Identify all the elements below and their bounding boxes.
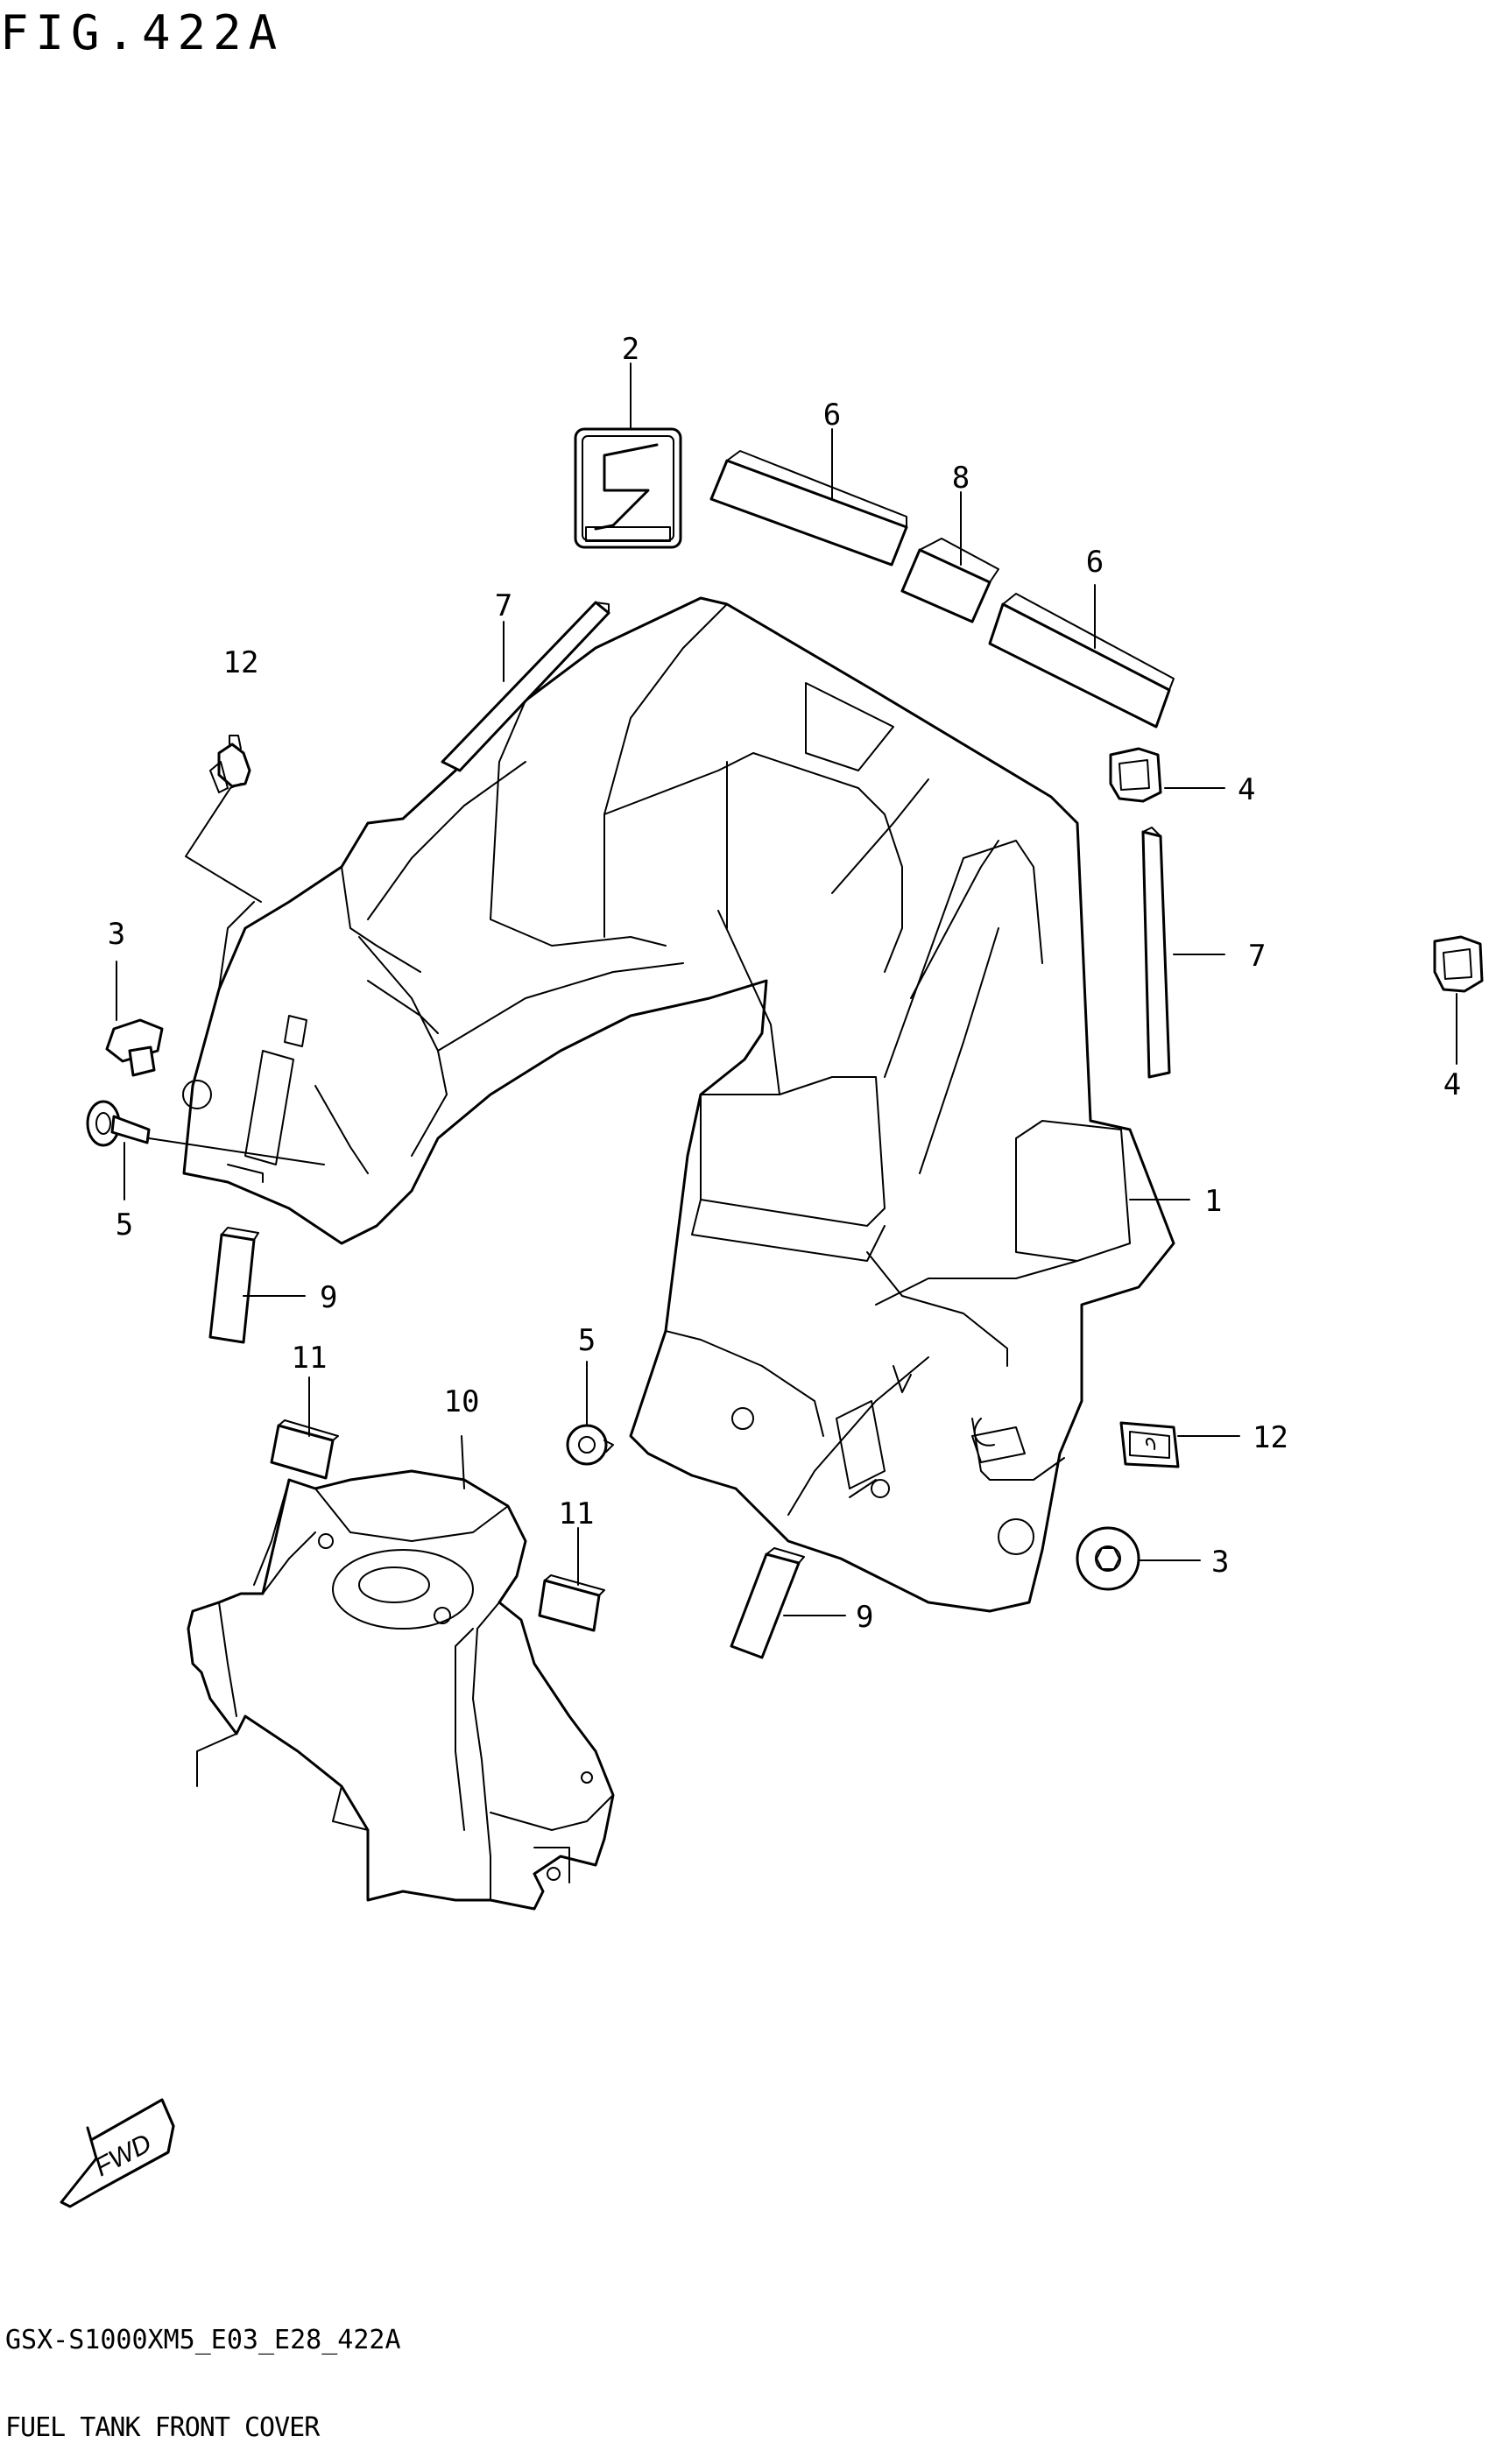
part-2-suzuki-emblem: SUZUKI	[574, 427, 682, 549]
callout-7-left: 7	[495, 588, 512, 623]
callout-4-center: 4	[1238, 772, 1255, 807]
callout-12-lower: 12	[1253, 1420, 1288, 1455]
part-11-pad-upper	[270, 1419, 339, 1480]
callout-6-top: 6	[823, 398, 841, 433]
callout-3-right: 3	[1211, 1545, 1229, 1580]
suzuki-s-logo-icon	[594, 443, 659, 531]
callout-labels: 2 6 8 6 7 12 4 7 4 3 5 1 9 5 11 10 11 12…	[108, 332, 1461, 1635]
callout-1: 1	[1204, 1184, 1222, 1219]
callout-9-right: 9	[856, 1600, 873, 1635]
part-4-clip-nut-far	[1433, 935, 1484, 993]
callout-11-upper: 11	[292, 1341, 328, 1376]
badge-label: SUZUKI	[607, 528, 649, 541]
leader-lines	[116, 363, 1457, 1616]
part-5-screw-left	[86, 1100, 151, 1147]
part-3-grommet-left	[105, 1018, 164, 1077]
part-6-cushion-strip-top	[709, 450, 908, 567]
part-12-clip-upper	[209, 735, 251, 793]
part-7-trim-strip-left	[441, 601, 610, 772]
callout-5-left: 5	[116, 1207, 133, 1243]
callout-9-left: 9	[320, 1280, 337, 1315]
part-6-cushion-strip-right	[988, 593, 1175, 729]
part-9-pad-right	[730, 1547, 805, 1659]
callout-2: 2	[622, 332, 639, 367]
part-3-grommet-right	[1076, 1526, 1140, 1591]
part-10-inner-cover	[187, 1469, 615, 1911]
callout-7-right: 7	[1248, 939, 1266, 974]
figure-code: GSX-S1000XM5_E03_E28_422A	[5, 2325, 401, 2355]
callout-12-upper: 12	[223, 645, 259, 680]
fwd-arrow-icon: FWD	[60, 2098, 175, 2208]
callout-3-left: 3	[108, 917, 125, 952]
callout-10: 10	[444, 1384, 480, 1419]
callout-6-right: 6	[1086, 545, 1104, 580]
part-4-clip-nut-center	[1109, 747, 1162, 803]
callout-8: 8	[952, 461, 970, 496]
part-8-cushion-block	[900, 538, 999, 623]
part-7-trim-strip-right	[1141, 827, 1171, 1079]
callout-4-far: 4	[1443, 1067, 1461, 1102]
figure-name: FUEL TANK FRONT COVER	[5, 2412, 320, 2443]
figure-title: FIG.422A	[0, 5, 285, 60]
callout-11-lower: 11	[559, 1496, 595, 1531]
part-11-pad-lower	[538, 1574, 605, 1632]
part-9-pad-left	[208, 1227, 259, 1344]
part-12-clip-lower	[1119, 1421, 1180, 1468]
part-5-screw-center	[566, 1424, 614, 1466]
part-1-front-cover	[182, 596, 1175, 1613]
callout-5-center: 5	[578, 1323, 596, 1358]
